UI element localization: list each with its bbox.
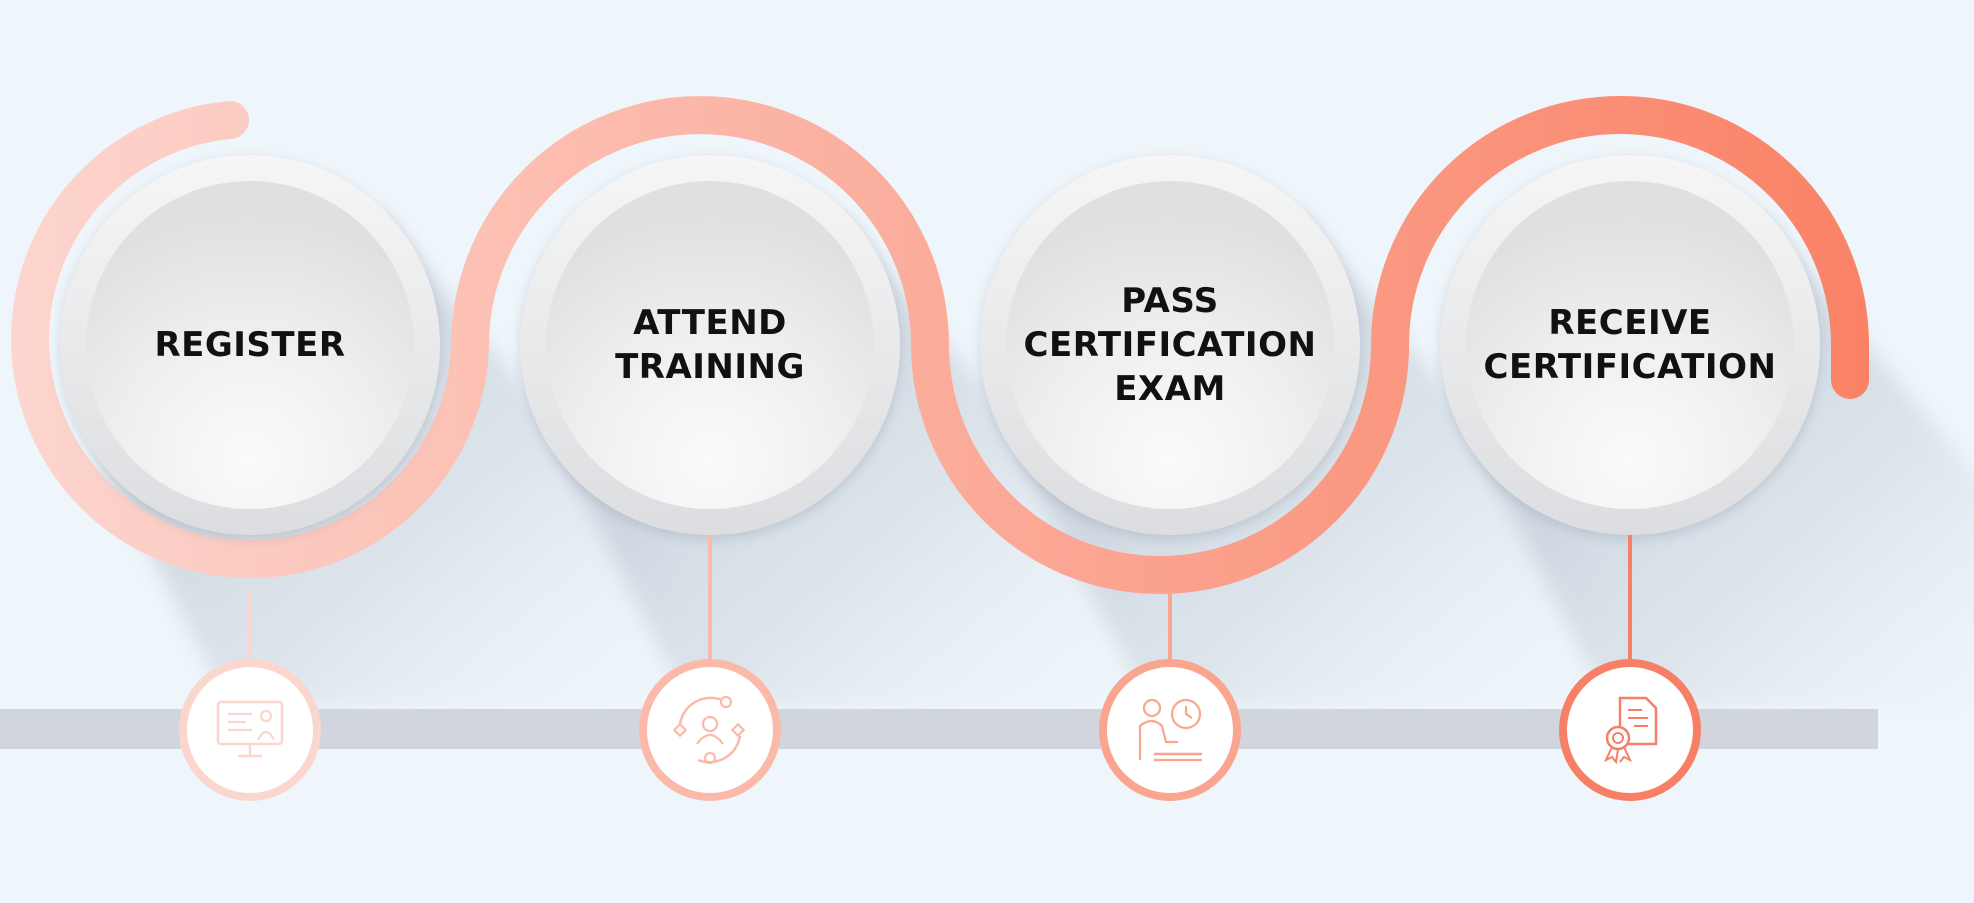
icon-ring xyxy=(1559,659,1701,801)
step-circle-face xyxy=(1006,181,1334,509)
wave-ribbon xyxy=(11,96,1869,594)
step-connectors xyxy=(248,535,1632,662)
icon-ring xyxy=(1099,659,1241,801)
presentation-icon xyxy=(216,700,284,758)
icon-rings xyxy=(179,659,1701,801)
step-circle-face xyxy=(1466,181,1794,509)
training-cycle-icon xyxy=(672,695,746,765)
icon-ring-circle xyxy=(1099,659,1241,801)
step-circle-face xyxy=(546,181,874,509)
step-title-attend-training: ATTEND TRAINING xyxy=(615,303,805,387)
wave-ribbon-path xyxy=(11,96,1869,594)
step-circle xyxy=(520,155,900,535)
icon-ring xyxy=(639,659,781,801)
step-title-register: REGISTER xyxy=(154,325,346,365)
step-title-pass-certification-exam: PASS CERTIFICATION EXAM xyxy=(1023,281,1317,409)
step-circle xyxy=(60,155,440,535)
step-circle xyxy=(980,155,1360,535)
certificate-icon xyxy=(1603,696,1658,765)
step-circle xyxy=(1440,155,1820,535)
exam-desk-icon xyxy=(1138,698,1202,762)
step-circle-face xyxy=(86,181,414,509)
icon-ring xyxy=(179,659,321,801)
step-title-receive-certification: RECEIVE CERTIFICATION xyxy=(1483,303,1777,387)
icon-ring-circle xyxy=(1559,659,1701,801)
step-circles xyxy=(60,155,1820,535)
